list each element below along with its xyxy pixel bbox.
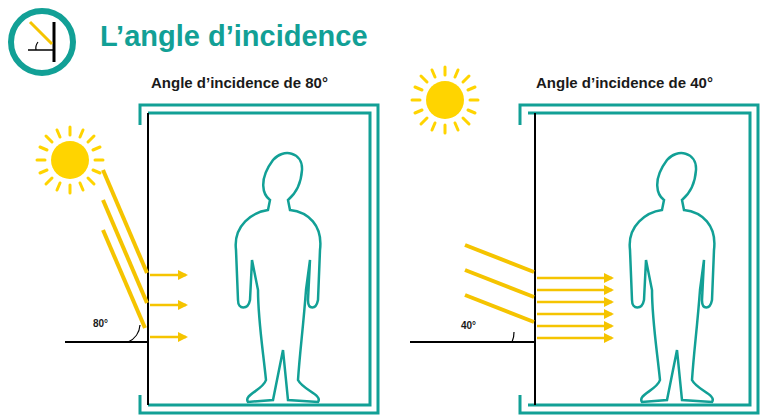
angle-value: 80° <box>92 318 109 329</box>
panel-heading: Angle d’incidence de 40° <box>535 74 714 91</box>
page-title: L’angle d’incidence <box>100 20 368 53</box>
angle-icon <box>11 11 73 73</box>
room-40 <box>410 67 758 413</box>
panel-heading: Angle d’incidence de 80° <box>150 74 329 91</box>
angle-value: 40° <box>460 320 477 331</box>
room-80 <box>37 105 378 413</box>
